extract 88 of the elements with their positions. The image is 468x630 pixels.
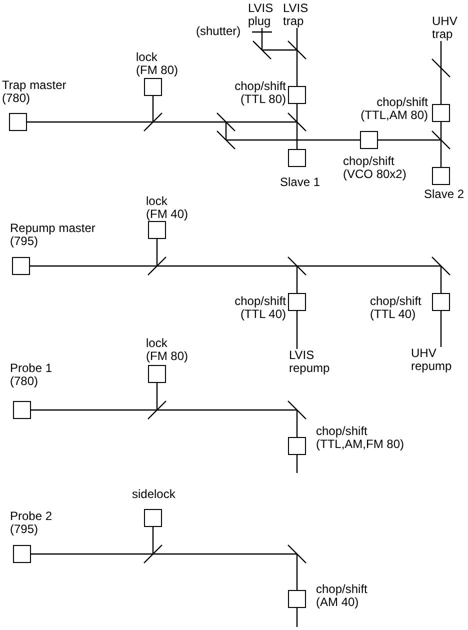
- laser-beam: [440, 68, 442, 104]
- laser-beam: [440, 122, 442, 140]
- mirror: [216, 130, 236, 150]
- parameter-label: (VCO 80x2): [343, 168, 408, 181]
- laser-beam: [226, 121, 297, 123]
- beam-destination-label: LVIS trap: [283, 2, 313, 28]
- parameter-label: (795): [10, 235, 38, 248]
- component-label: Probe 2: [10, 510, 54, 523]
- laser-beam: [296, 50, 298, 86]
- laser-beam: [152, 527, 154, 554]
- parameter-label: (795): [10, 523, 40, 536]
- component-label: Trap master: [2, 79, 68, 92]
- mirror: [287, 256, 307, 276]
- component-label: chop/shift: [316, 583, 368, 596]
- laser-beam: [225, 122, 227, 140]
- laser-beam: [31, 409, 157, 411]
- laser-beam: [27, 121, 153, 123]
- parameter-label: (FM 80): [136, 64, 179, 77]
- component-label: chop/shift: [316, 425, 368, 438]
- component-label: lock: [146, 195, 168, 208]
- component-label: lock: [146, 337, 168, 350]
- component-label: chop/shift: [234, 295, 286, 308]
- parameter-label: (TTL,AM,FM 80): [316, 438, 406, 451]
- laser-beam: [297, 265, 441, 267]
- component-label: Probe 1: [10, 362, 54, 375]
- laser-beam: [261, 32, 263, 50]
- laser-beam: [156, 239, 158, 266]
- parameter-label: (780): [10, 375, 40, 388]
- mirror: [431, 58, 451, 78]
- parameter-label: (TTL 40): [240, 308, 286, 321]
- laser-beam: [157, 409, 297, 411]
- component-label: chop/shift: [376, 96, 428, 109]
- laser-beam: [156, 383, 158, 410]
- component-label: chop/shift: [370, 295, 422, 308]
- laser-beam: [296, 122, 298, 149]
- laser-beam: [296, 410, 298, 437]
- component-label: Slave 2: [424, 188, 466, 201]
- mirror: [287, 40, 307, 60]
- component-label: lock: [136, 51, 158, 64]
- laser-beam: [296, 311, 298, 349]
- mirror: [252, 40, 272, 60]
- laser-beam: [296, 608, 298, 627]
- component-label: chop/shift: [234, 80, 286, 93]
- parameter-label: (TTL 80): [240, 93, 286, 106]
- laser-beam: [296, 104, 298, 122]
- laser-beam: [440, 266, 442, 293]
- mirror: [287, 400, 307, 420]
- parameter-label: (TTL 40): [370, 308, 416, 321]
- mirror: [431, 256, 451, 276]
- component-label: chop/shift: [343, 155, 396, 168]
- mirror: [431, 130, 451, 150]
- parameter-label: (780): [2, 92, 32, 105]
- parameter-label: (TTL,AM 80): [360, 109, 428, 122]
- beam-destination-label: UHV repump: [411, 347, 455, 373]
- component-label: Repump master: [10, 222, 96, 235]
- beam-destination-label: LVIS plug: [248, 2, 278, 28]
- shutter-label: (shutter): [196, 25, 241, 38]
- laser-beam: [378, 139, 441, 141]
- laser-beam: [157, 265, 297, 267]
- component-label: sidelock: [132, 488, 176, 501]
- parameter-label: (FM 80): [146, 350, 189, 363]
- laser-beam: [152, 96, 154, 122]
- laser-beam: [296, 455, 298, 473]
- mirror: [287, 544, 307, 564]
- laser-beam: [440, 311, 442, 347]
- laser-beam: [262, 49, 297, 51]
- component-label: Slave 1: [280, 176, 322, 189]
- laser-beam: [296, 266, 298, 293]
- laser-beam: [261, 28, 263, 32]
- laser-beam: [440, 140, 442, 167]
- beam-destination-label: LVIS repump: [289, 349, 333, 375]
- mirror: [147, 256, 167, 276]
- laser-beam: [296, 554, 298, 590]
- parameter-label: (FM 40): [146, 208, 189, 221]
- mirror: [143, 112, 163, 132]
- laser-beam: [296, 28, 298, 50]
- laser-beam: [153, 121, 226, 123]
- laser-beam: [153, 553, 297, 555]
- parameter-label: (AM 40): [316, 596, 359, 609]
- mirror: [147, 400, 167, 420]
- laser-beam: [440, 41, 442, 68]
- mirror: [216, 112, 236, 132]
- mirror: [143, 544, 163, 564]
- laser-beam: [31, 553, 153, 555]
- mirror: [287, 112, 307, 132]
- laser-beam: [226, 139, 360, 141]
- laser-beam: [30, 265, 157, 267]
- beam-destination-label: UHV trap: [432, 15, 460, 41]
